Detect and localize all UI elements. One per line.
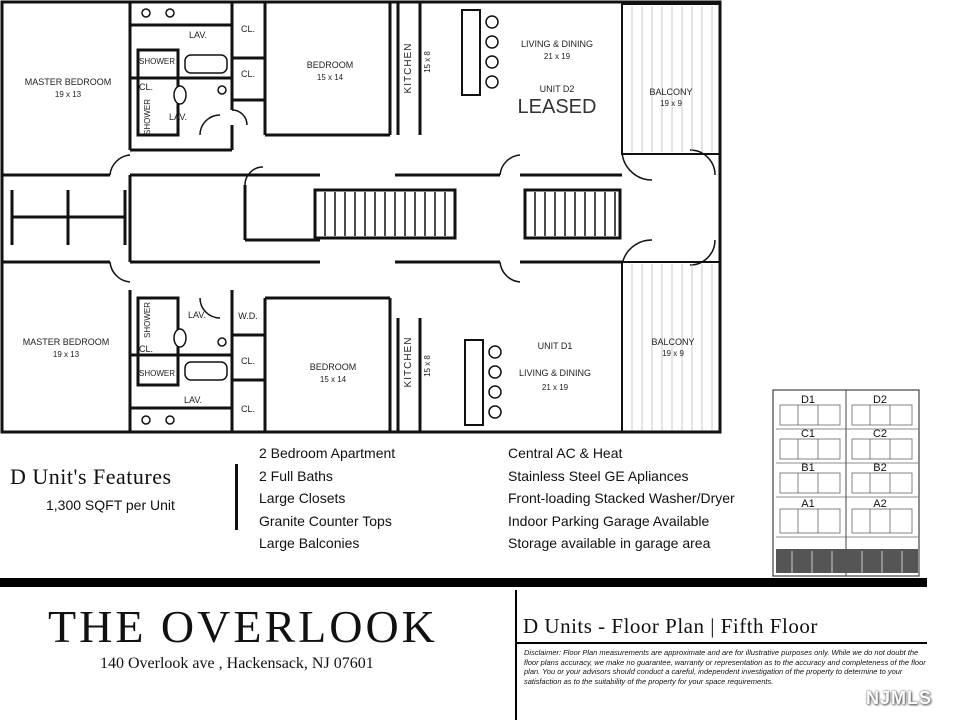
floor-plan-drawing: MASTER BEDROOM 19 x 13 LAV. LAV. SHOWER … — [0, 0, 722, 434]
plan-title: D Units - Floor Plan | Fifth Floor — [523, 614, 818, 638]
lower-closet-a: CL. — [139, 344, 153, 354]
wall — [128, 2, 422, 152]
feature-item: Indoor Parking Garage Available — [508, 512, 710, 529]
wall — [136, 48, 180, 137]
wall — [10, 190, 127, 245]
upper-bedroom-dim: 15 x 14 — [317, 73, 344, 82]
upper-kitchen: KITCHEN — [403, 43, 414, 94]
lower-lav-2: LAV. — [184, 395, 202, 405]
lower-balcony-dim: 19 x 9 — [662, 349, 684, 358]
lower-master-dim: 19 x 13 — [53, 350, 80, 359]
feature-item: Large Balconies — [259, 535, 360, 551]
upper-living-dining: LIVING & DINING — [521, 39, 593, 49]
lower-living-dim: 21 x 19 — [542, 383, 569, 392]
lower-shower-2: SHOWER — [139, 369, 175, 378]
njmls-watermark-logo: NJMLS — [866, 688, 933, 708]
stair-frame — [313, 188, 457, 240]
upper-closet-b: CL. — [241, 24, 255, 34]
elevation-unit-c2: C2 — [873, 428, 887, 440]
balcony-hatching — [631, 6, 713, 430]
upper-master-dim: 19 x 13 — [55, 90, 82, 99]
building-elevation: D1 D2 C1 C2 B1 B2 A1 A2 — [772, 389, 920, 577]
elevation-unit-b1: B1 — [801, 462, 814, 474]
upper-shower-2: SHOWER — [143, 99, 152, 135]
feature-item: Granite Counter Tops — [259, 512, 392, 529]
elevation-unit-d1: D1 — [801, 394, 815, 406]
wall — [128, 175, 320, 262]
wall — [136, 296, 180, 387]
door-swing — [109, 109, 521, 319]
upper-master-bedroom: MASTER BEDROOM — [25, 77, 112, 87]
elevation-unit-a1: A1 — [801, 498, 814, 510]
elevation-unit-c1: C1 — [801, 428, 815, 440]
features-list-right: Central AC & Heat Stainless Steel GE Apl… — [508, 442, 735, 555]
features-list-left: 2 Bedroom Apartment 2 Full Baths Large C… — [259, 442, 395, 555]
door-swing — [621, 149, 716, 266]
upper-unit-label: UNIT D2 — [540, 84, 575, 94]
feature-item: Front-loading Stacked Washer/Dryer — [508, 490, 735, 506]
lower-bedroom: BEDROOM — [310, 362, 357, 372]
plan-info-box — [515, 590, 929, 720]
building-address: 140 Overlook ave , Hackensack, NJ 07601 — [100, 655, 374, 672]
stairs-treads — [324, 192, 616, 236]
upper-balcony-dim: 19 x 9 — [660, 99, 682, 108]
upper-balcony: BALCONY — [649, 87, 692, 97]
wall — [128, 290, 422, 432]
kitchen-island-lower — [464, 339, 484, 426]
lower-washer-dryer: W.D. — [238, 311, 258, 321]
lower-living-dining: LIVING & DINING — [519, 368, 591, 378]
upper-kitchen-dim: 15 x 8 — [423, 51, 432, 73]
lower-closet-c: CL. — [241, 404, 255, 414]
building-name: THE OVERLOOK — [48, 601, 438, 652]
elevation-unit-a2: A2 — [873, 498, 886, 510]
lower-closet-b: CL. — [241, 356, 255, 366]
feature-item: Central AC & Heat — [508, 445, 623, 461]
upper-lav-1: LAV. — [189, 30, 207, 40]
kitchen-island-upper — [461, 9, 481, 96]
balcony-lower — [621, 261, 721, 433]
feature-item: 2 Bedroom Apartment — [259, 445, 396, 461]
upper-leased-label: LEASED — [518, 96, 597, 118]
feature-item: 2 Full Baths — [259, 467, 333, 484]
lower-balcony: BALCONY — [651, 337, 694, 347]
features-title: D Unit's Features — [10, 464, 172, 489]
features-divider — [235, 464, 238, 530]
lower-bedroom-dim: 15 x 14 — [320, 375, 347, 384]
features-sqft: 1,300 SQFT per Unit — [46, 497, 175, 513]
plan-title-rule — [515, 642, 927, 644]
upper-living-dim: 21 x 19 — [544, 52, 571, 61]
stools — [141, 8, 502, 425]
wall — [130, 333, 265, 410]
wall — [130, 23, 265, 102]
upper-shower-1: SHOWER — [139, 57, 175, 66]
feature-item: Storage available in garage area — [508, 535, 711, 551]
feature-item: Large Closets — [259, 490, 346, 506]
lower-kitchen: KITCHEN — [403, 337, 414, 388]
upper-closet-a: CL. — [139, 82, 153, 92]
elevation-unit-b2: B2 — [873, 462, 886, 474]
lower-kitchen-dim: 15 x 8 — [423, 355, 432, 377]
elevation-unit-d2: D2 — [873, 394, 887, 406]
upper-lav-2: LAV. — [169, 112, 187, 122]
upper-bedroom: BEDROOM — [307, 60, 354, 70]
disclaimer-text: Disclaimer: Floor Plan measurements are … — [524, 648, 926, 686]
upper-closet-c: CL. — [241, 69, 255, 79]
balcony-upper — [621, 3, 721, 155]
lower-shower-1: SHOWER — [143, 302, 152, 338]
stair-frame — [523, 188, 622, 240]
footer-divider — [0, 578, 927, 587]
lower-unit-label: UNIT D1 — [538, 341, 573, 351]
lower-master-bedroom: MASTER BEDROOM — [23, 337, 110, 347]
lower-lav-1: LAV. — [188, 310, 206, 320]
feature-item: Stainless Steel GE Apliances — [508, 467, 689, 484]
